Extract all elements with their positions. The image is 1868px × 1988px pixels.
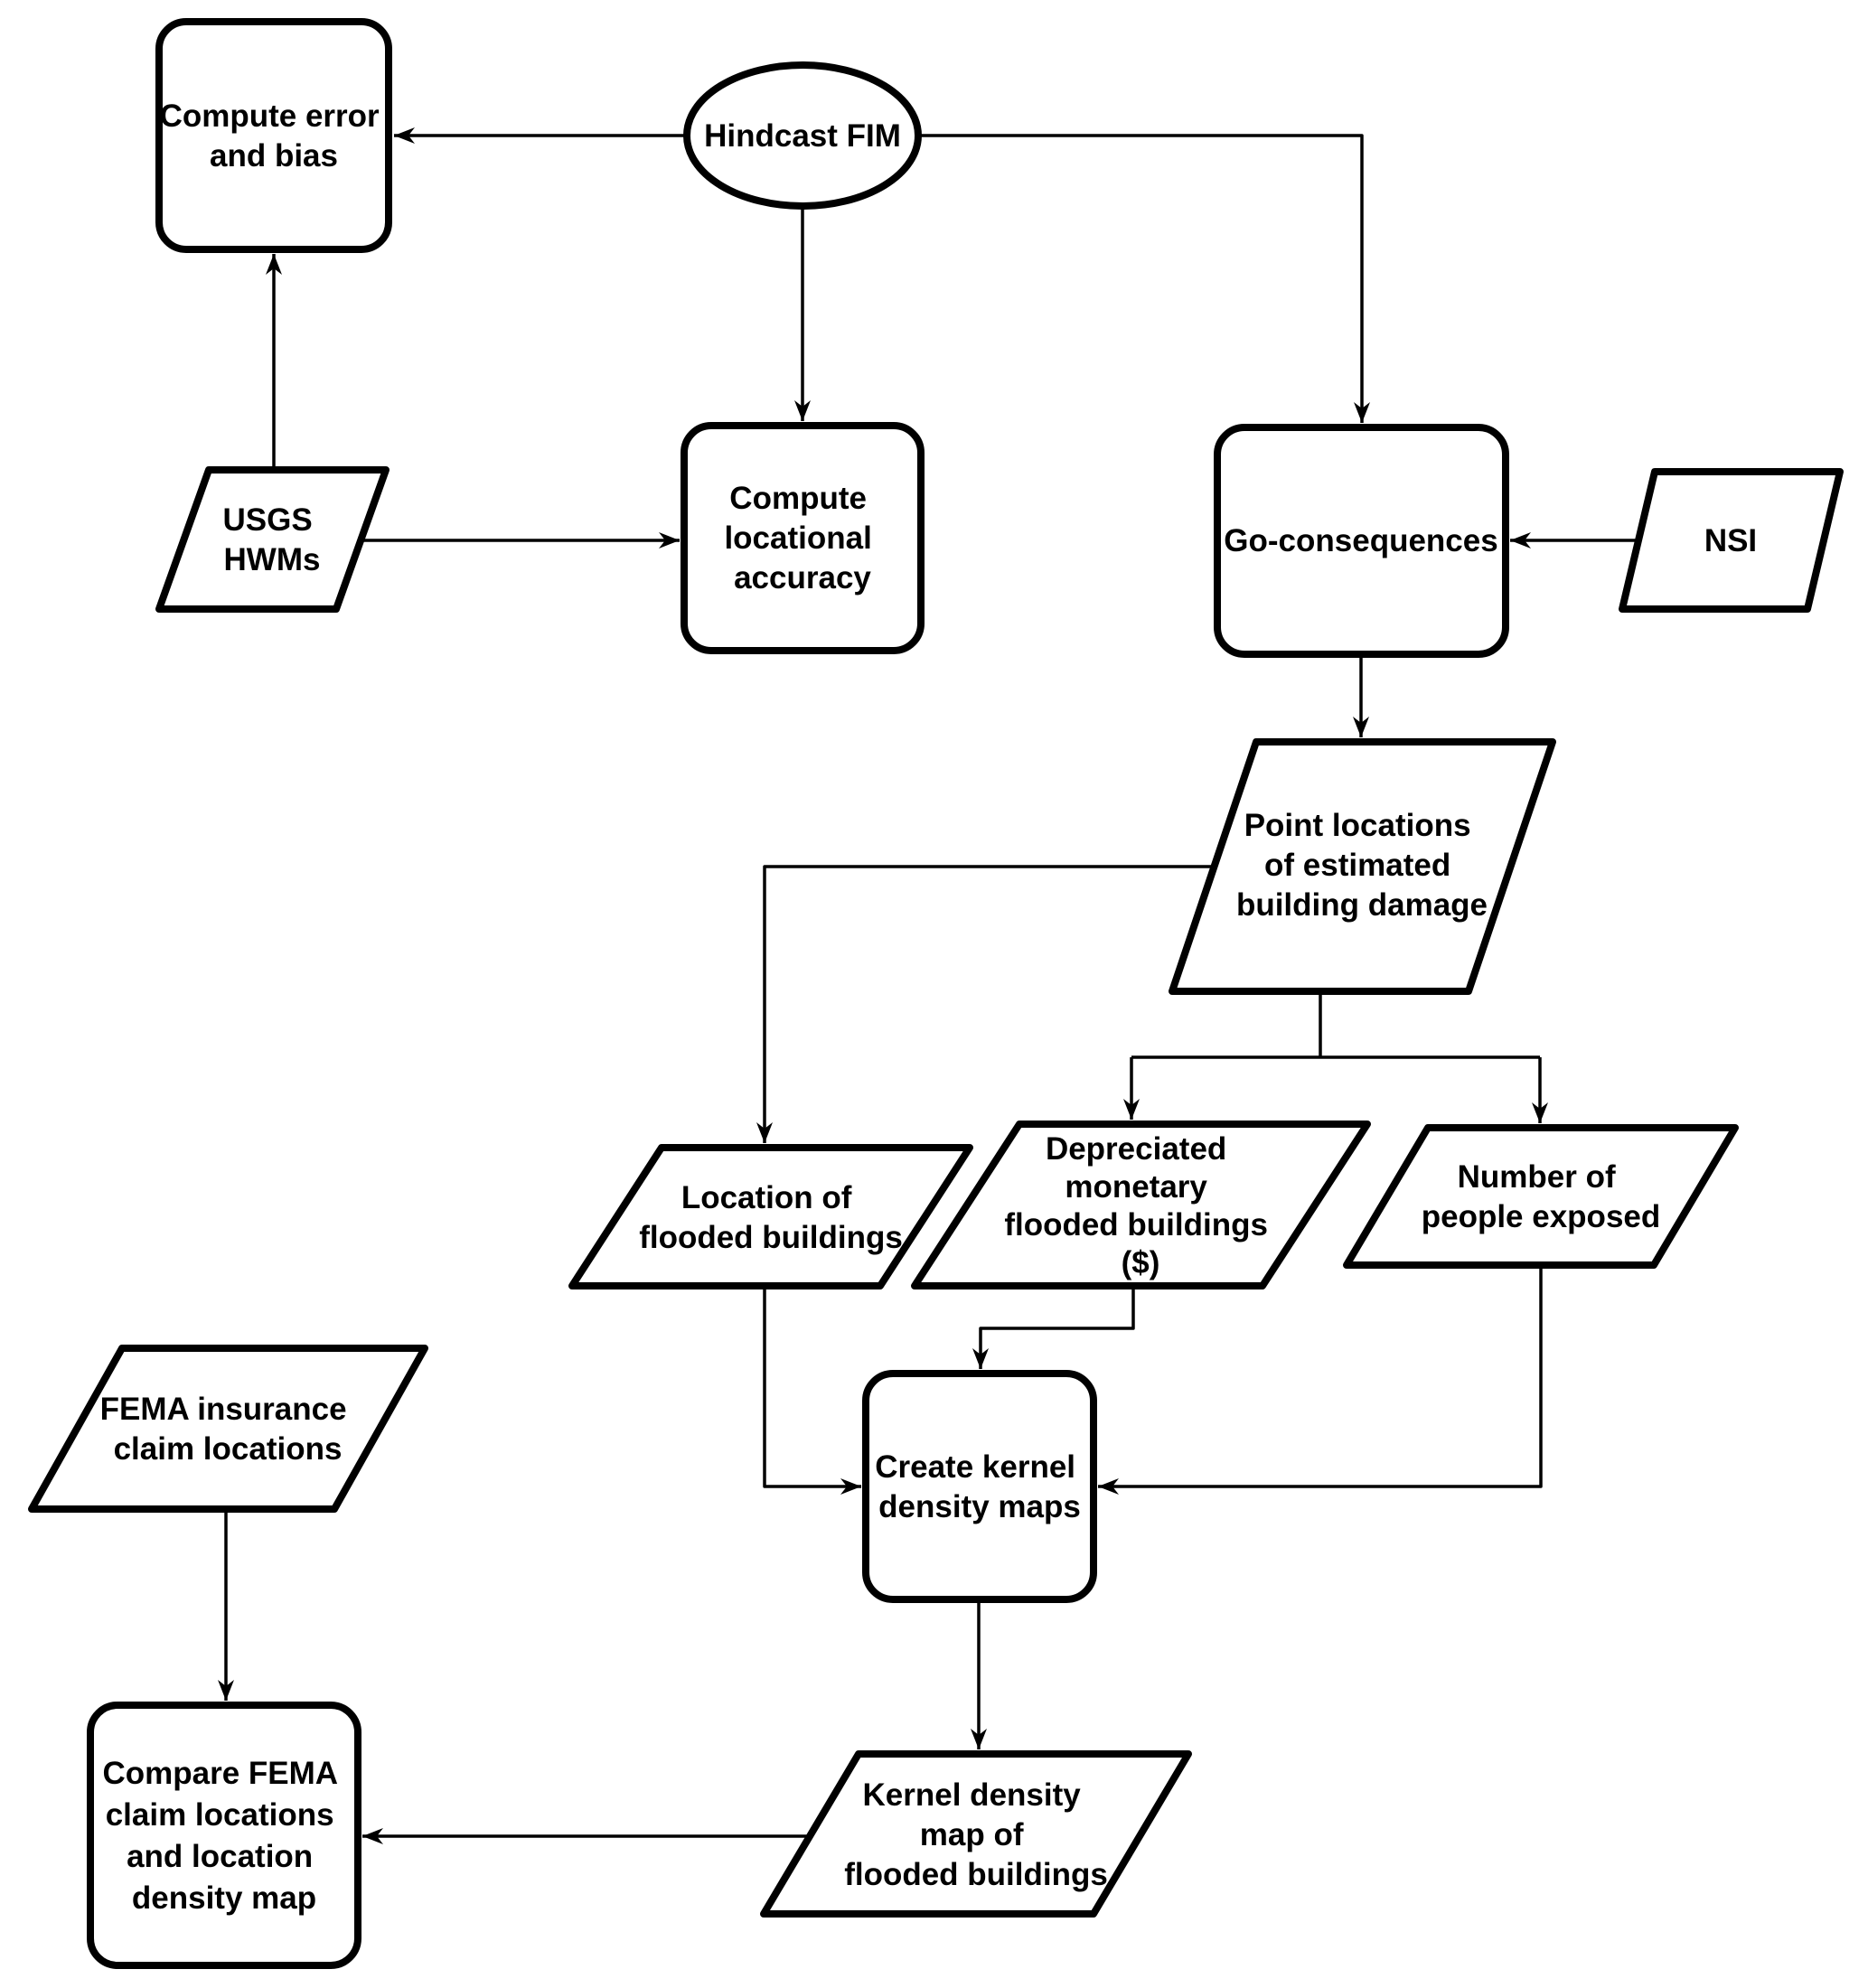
node-kernel-map: Kernel density map of flooded buildings [760, 1750, 1192, 1918]
fema-claims-label: FEMA insurance claim locations [100, 1392, 356, 1467]
node-go-consequences: Go-consequences [1214, 424, 1509, 658]
create-kernel-label: Create kernel density maps [875, 1449, 1084, 1524]
node-compute-locational-accuracy: Compute locational accuracy [681, 422, 925, 654]
node-depreciated-monetary: Depreciated monetary flooded buildings (… [911, 1121, 1371, 1289]
node-compare-fema: Compare FEMA claim locations and locatio… [87, 1702, 361, 1969]
people-exposed-shape [1343, 1124, 1739, 1269]
fema-claims-shape [28, 1345, 428, 1513]
hindcast-fim-label: Hindcast FIM [704, 118, 901, 154]
node-compute-error: Compute error and bias [155, 18, 392, 253]
edge-people-exposed-to-create-kernel [1098, 1265, 1543, 1495]
compare-fema-label: Compare FEMA claim locations and locatio… [102, 1756, 345, 1916]
node-people-exposed: Number of people exposed [1343, 1124, 1739, 1269]
people-exposed-label: Number of people exposed [1422, 1159, 1661, 1234]
node-hindcast-fim: Hindcast FIM [683, 61, 922, 210]
location-flooded-shape [568, 1144, 973, 1289]
compute-locational-accuracy-label: Compute locational accuracy [724, 481, 880, 595]
node-fema-claims: FEMA insurance claim locations [28, 1345, 428, 1513]
kernel-map-label: Kernel density map of flooded buildings [844, 1777, 1108, 1892]
edges-layer [218, 127, 1637, 1844]
depreciated-monetary-label: Depreciated monetary flooded buildings (… [1004, 1131, 1276, 1280]
hindcast-fim-shape [683, 61, 922, 210]
go-consequences-shape [1214, 424, 1509, 658]
edge-hindcast-fim-to-go-consequences [918, 134, 1370, 423]
edge-point-locations-to-location-flooded [756, 865, 1213, 1143]
compute-error-label: Compute error and bias [160, 98, 389, 173]
compare-fema-shape [87, 1702, 361, 1969]
nodes-layer: Compute error and bias Hindcast FIM USGS… [28, 18, 1844, 1969]
node-point-locations: Point locations of estimated building da… [1169, 738, 1556, 995]
edge-location-flooded-to-create-kernel [763, 1286, 861, 1495]
depreciated-monetary-shape [911, 1121, 1371, 1289]
point-locations-label: Point locations of estimated building da… [1236, 808, 1488, 923]
compute-locational-accuracy-shape [681, 422, 925, 654]
point-locations-shape [1169, 738, 1556, 995]
nsi-label: NSI [1704, 523, 1757, 558]
kernel-map-shape [760, 1750, 1192, 1918]
node-create-kernel: Create kernel density maps [862, 1370, 1097, 1603]
node-nsi: NSI [1619, 468, 1844, 613]
go-consequences-label: Go-consequences [1224, 523, 1497, 558]
node-usgs-hwms: USGS HWMs [155, 466, 390, 613]
node-location-flooded: Location of flooded buildings [568, 1144, 973, 1289]
nsi-shape [1619, 468, 1844, 613]
usgs-hwms-label: USGS HWMs [223, 502, 322, 577]
usgs-hwms-shape [155, 466, 390, 613]
compute-error-shape [155, 18, 392, 253]
location-flooded-label: Location of flooded buildings [639, 1180, 903, 1255]
edge-depreciated-monetary-to-create-kernel [972, 1286, 1135, 1369]
create-kernel-shape [862, 1370, 1097, 1603]
